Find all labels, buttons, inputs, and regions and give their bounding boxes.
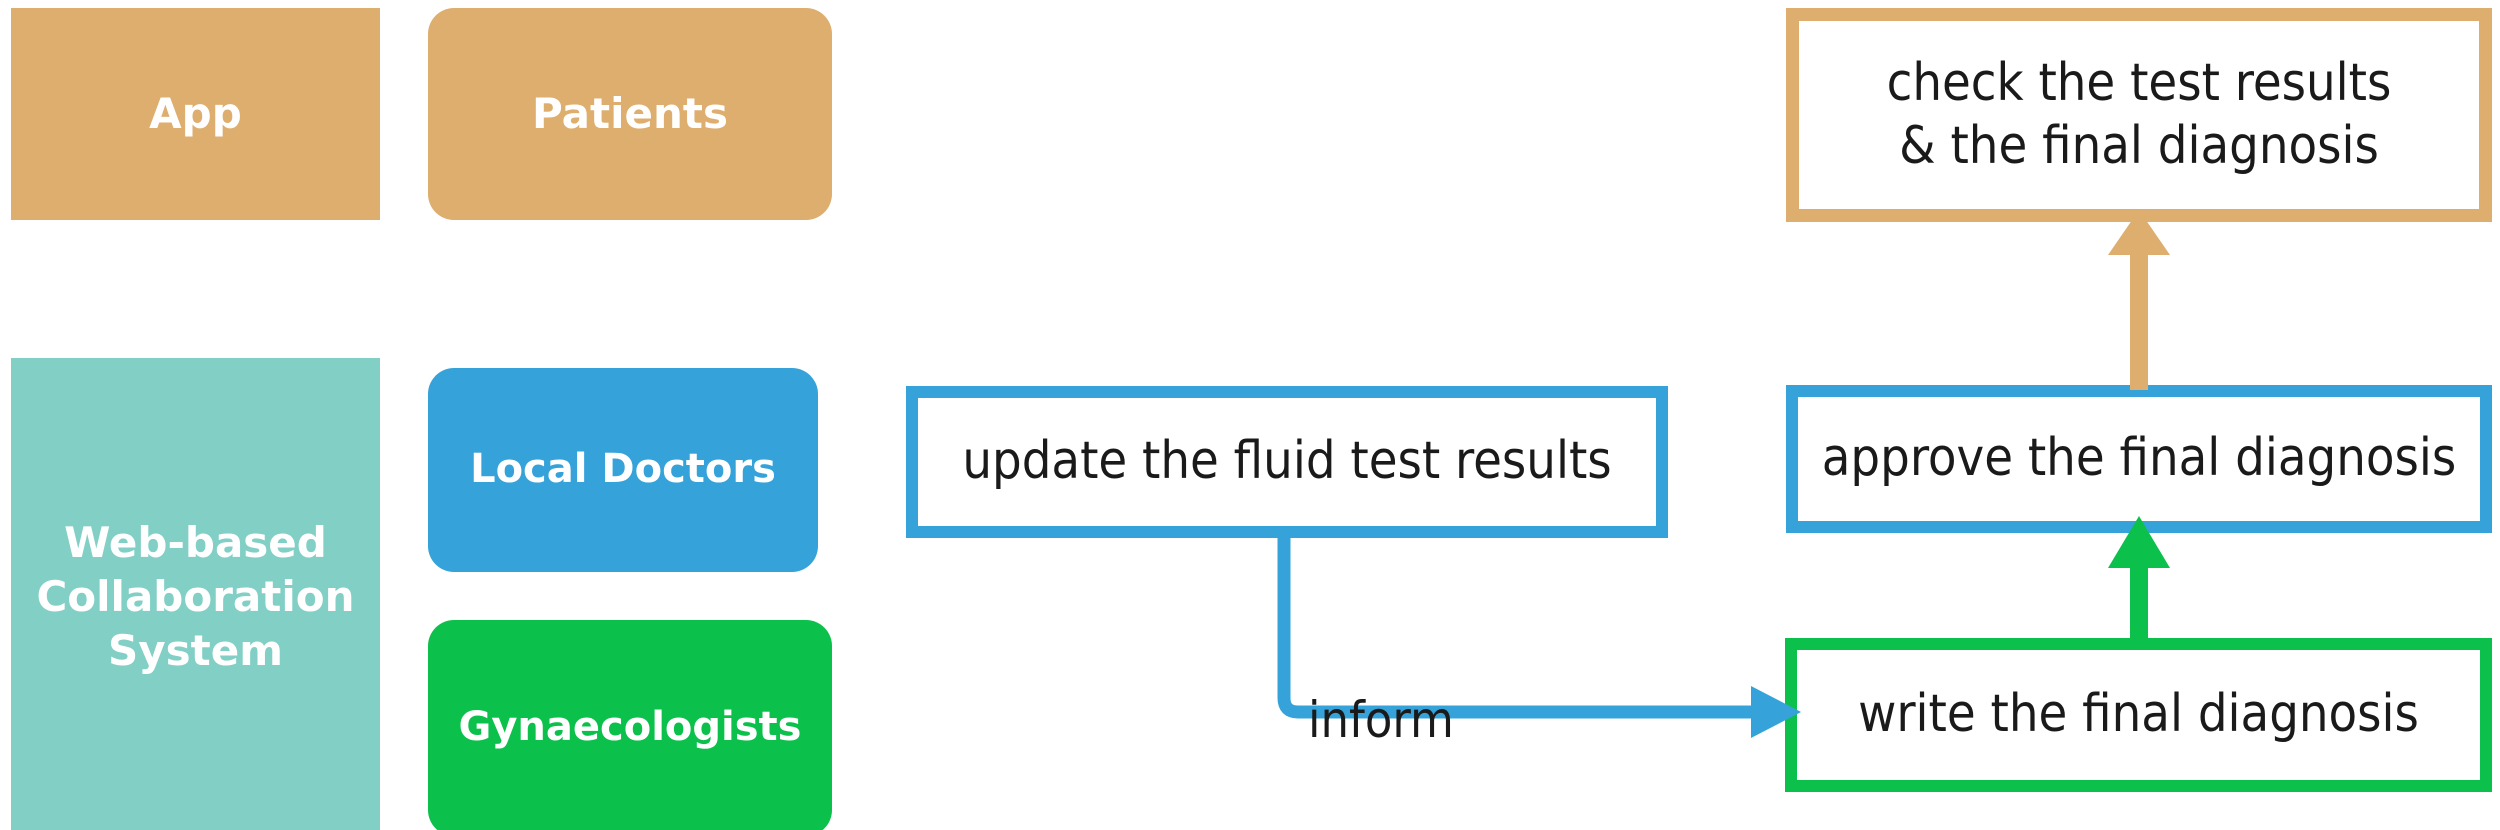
actor-block-system[interactable]: Web-based Collaboration System <box>11 358 380 830</box>
task-label-check-line1: check the test results <box>1886 52 2392 113</box>
task-label-check: check the test results & the final diagn… <box>1887 52 2392 179</box>
arrow-inform-the-results-icon <box>1277 528 1801 738</box>
edge-label-inform-the-results: inform the results <box>1308 552 1547 830</box>
task-box-write-final-diagnosis[interactable]: write the final diagnosis <box>1785 638 2492 792</box>
arrow-write-to-approve-icon <box>2108 516 2170 646</box>
task-box-check-test-results[interactable]: check the test results & the final diagn… <box>1786 8 2492 222</box>
edge-label-inform-line1: inform <box>1308 691 1454 749</box>
task-box-update-fluid-test-results[interactable]: update the fluid test results <box>906 386 1668 538</box>
arrow-approve-to-check-icon <box>2108 210 2170 390</box>
actor-label-gynaecologists: Gynaecologists <box>458 704 802 751</box>
actor-block-local-doctors[interactable]: Local Doctors <box>428 368 818 572</box>
task-label-write: write the final diagnosis <box>1858 684 2419 745</box>
actor-block-app[interactable]: App <box>11 8 380 220</box>
actor-block-gynaecologists[interactable]: Gynaecologists <box>428 620 832 830</box>
task-label-approve: approve the final diagnosis <box>1821 428 2457 489</box>
actor-label-system-line1: Web-based <box>64 518 327 568</box>
task-box-approve-final-diagnosis[interactable]: approve the final diagnosis <box>1786 385 2492 533</box>
actor-label-system-line2: Collaboration <box>36 572 355 622</box>
actor-label-system-line3: System <box>108 625 283 675</box>
actor-label-system: Web-based Collaboration System <box>36 516 354 677</box>
actor-block-patients[interactable]: Patients <box>428 8 832 220</box>
task-label-update: update the fluid test results <box>962 431 1612 492</box>
actor-label-local-doctors: Local Doctors <box>470 446 776 493</box>
task-label-check-line2: & the final diagnosis <box>1899 116 2379 176</box>
actor-label-app: App <box>149 89 242 139</box>
actor-label-patients: Patients <box>532 89 728 139</box>
